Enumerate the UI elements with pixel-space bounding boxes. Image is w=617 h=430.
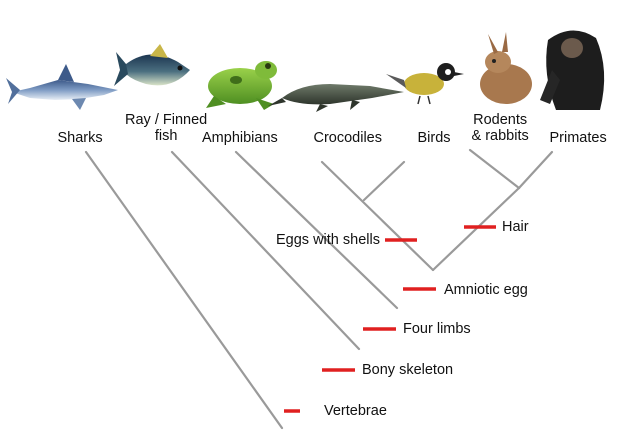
taxon-label-ray-finned-fish: Ray / Finnedfish [125, 112, 207, 144]
fish-icon [114, 44, 190, 86]
trait-label-amniotic-egg: Amniotic egg [444, 282, 528, 298]
taxon-label-amphibians: Amphibians [202, 130, 278, 146]
taxon-label-primates: Primates [550, 130, 607, 146]
taxon-label-crocodiles: Crocodiles [314, 130, 383, 146]
trait-label-vertebrae: Vertebrae [324, 403, 387, 419]
branch-sharks [86, 152, 282, 428]
crocodile-icon [268, 84, 404, 112]
shark-icon [6, 64, 118, 110]
chimpanzee-icon [540, 30, 604, 110]
taxon-label-rodents-rabbits: Rodents& rabbits [472, 112, 529, 144]
frog-icon [206, 61, 277, 110]
taxon-label-sharks: Sharks [58, 130, 103, 146]
trait-label-bony-skeleton: Bony skeleton [362, 362, 453, 378]
trait-markers [284, 227, 496, 411]
branch-rodents [470, 150, 519, 188]
branch-crocodiles [322, 162, 433, 270]
branch-birds [364, 162, 404, 200]
branch-primates [519, 152, 552, 188]
trait-label-four-limbs: Four limbs [403, 321, 471, 337]
rabbit-icon [480, 32, 532, 104]
trait-label-eggs-with-shells: Eggs with shells [276, 232, 380, 248]
trait-label-hair: Hair [502, 219, 529, 235]
branch-amphibians [236, 152, 397, 308]
taxon-label-birds: Birds [418, 130, 451, 146]
bird-icon [386, 63, 464, 104]
